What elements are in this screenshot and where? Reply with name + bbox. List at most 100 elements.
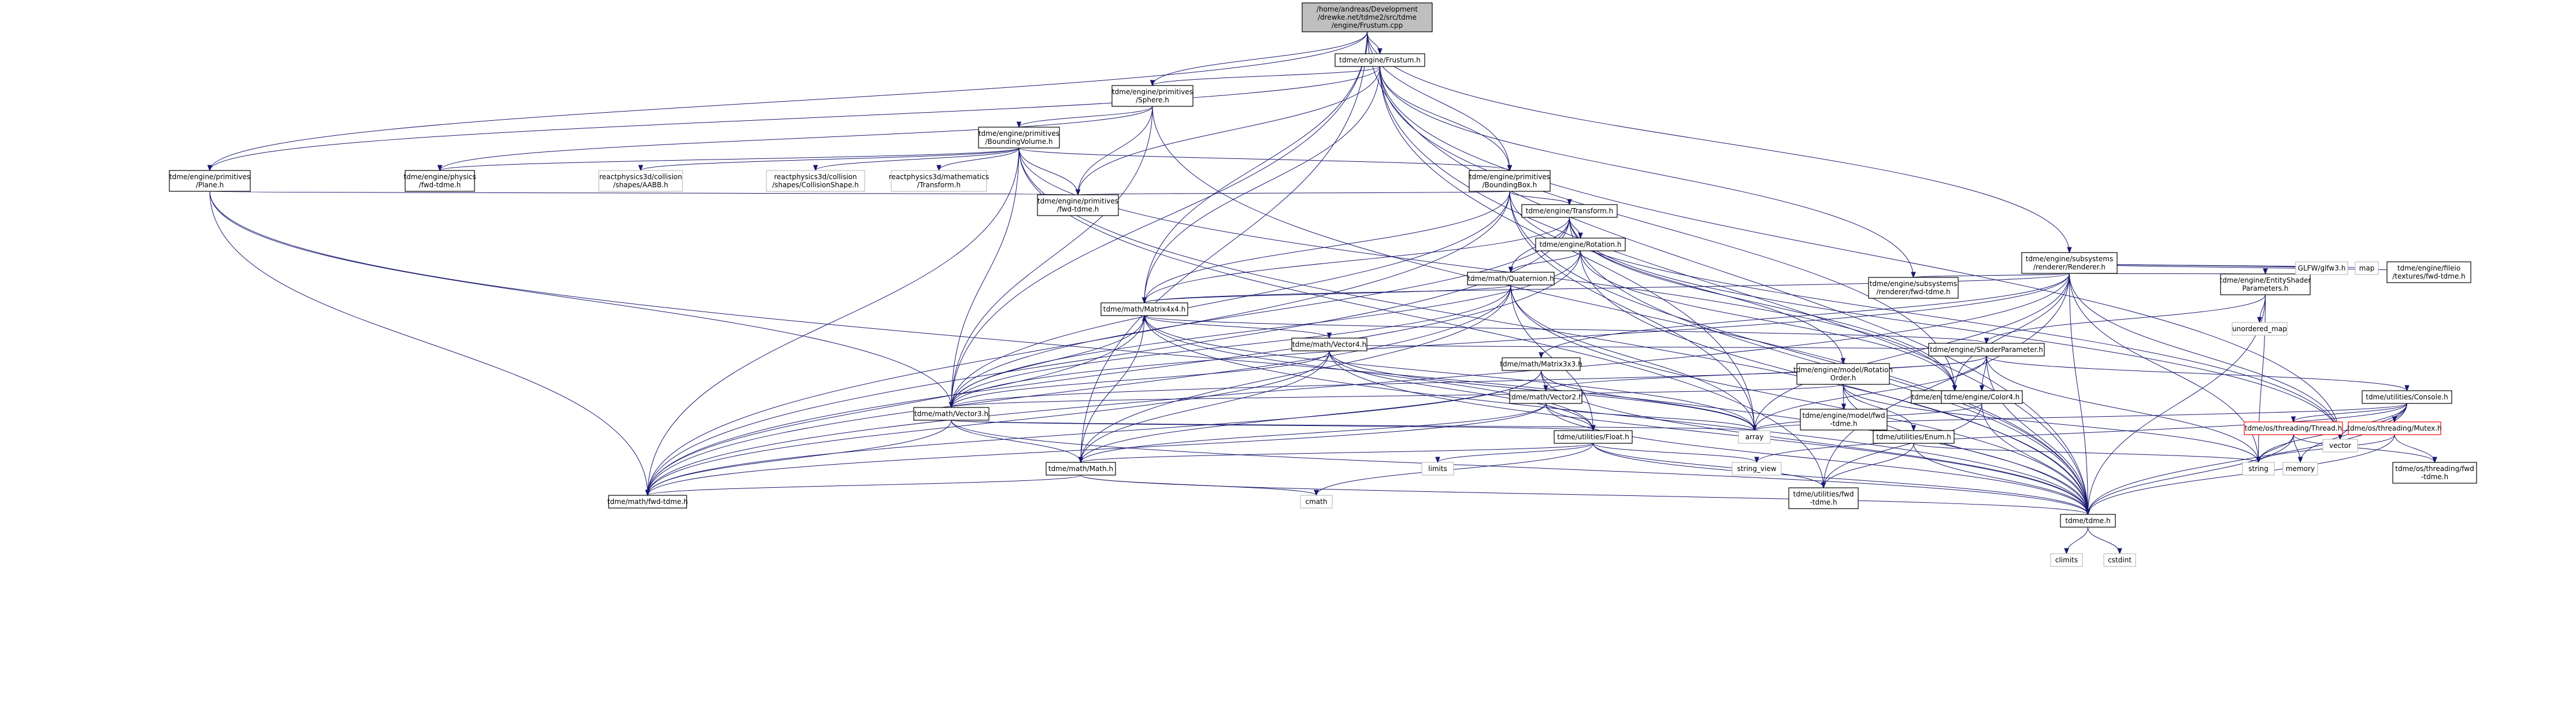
graph-node-v4_h[interactable]: tdme/math/Vector4.h	[1291, 338, 1367, 351]
edge-transform_h-to-m44_h	[1144, 217, 1570, 303]
edge-arrowhead	[1539, 352, 1544, 359]
edge-m44_h-to-array	[1144, 315, 1755, 431]
graph-node-quat_h[interactable]: tdme/math/Quaternion.h	[1467, 272, 1555, 286]
node-label: /BoundingVolume.h	[985, 138, 1052, 146]
edge-m44_h-to-v3_h	[951, 315, 1145, 408]
graph-node-thread_h[interactable]: tdme/os/threading/Thread.h	[2244, 421, 2343, 435]
node-label: limits	[1428, 465, 1447, 473]
edge-frustum_h-to-renderer_fwd	[1380, 66, 1914, 278]
edge-arrowhead	[1752, 425, 1757, 432]
graph-node-math_h[interactable]: tdme/math/Math.h	[1046, 462, 1116, 476]
edge-float_h-to-string_view	[1593, 443, 1757, 463]
graph-node-thread_fwd[interactable]: tdme/os/threading/fwd-tdme.h	[2392, 462, 2477, 484]
edge-arrowhead	[1016, 121, 1022, 128]
edge-v4_h-to-math_h	[1080, 350, 1330, 463]
node-box	[608, 495, 687, 509]
graph-node-root[interactable]: /home/andreas/Development/drewke.net/tdm…	[1302, 2, 1433, 32]
node-box	[2060, 514, 2116, 528]
edge-arrowhead	[2290, 416, 2296, 423]
node-box	[2242, 462, 2275, 476]
node-label: tdme/math/Vector3.h	[914, 410, 988, 418]
edge-arrowhead	[1141, 297, 1147, 304]
edge-arrowhead	[1141, 314, 1147, 321]
node-box	[2386, 261, 2471, 283]
graph-node-v3_h[interactable]: tdme/math/Vector3.h	[913, 407, 989, 421]
edge-arrowhead	[813, 165, 818, 172]
node-label: tdme/os/threading/Mutex.h	[2347, 424, 2441, 432]
edge-float_h-to-math_h	[1080, 443, 1593, 463]
node-box	[1100, 302, 1188, 316]
edge-mutex_h-to-tdme_h	[2088, 434, 2395, 515]
edge-arrowhead	[207, 165, 213, 172]
edge-transform_h-to-v3_h	[951, 217, 1570, 408]
edge-sphere_h-to-v3_h	[951, 106, 1153, 408]
graph-node-m44_h[interactable]: tdme/math/Matrix4x4.h	[1100, 302, 1188, 316]
edge-root-to-m44_h	[1144, 31, 1367, 303]
edge-tdme_h-to-climits	[2066, 527, 2088, 554]
graph-node-mutex_h[interactable]: tdme/os/threading/Mutex.h	[2347, 421, 2442, 435]
graph-node-float_h[interactable]: tdme/utilities/Float.h	[1554, 430, 1633, 444]
graph-node-bv_h[interactable]: tdme/engine/primitives/BoundingVolume.h	[978, 127, 1060, 149]
graph-node-transform_h[interactable]: tdme/engine/Transform.h	[1521, 204, 1618, 218]
node-label: tdme/engine/primitives	[1469, 173, 1550, 181]
graph-node-sphere_h[interactable]: tdme/engine/primitives/Sphere.h	[1111, 85, 1194, 107]
graph-node-frustum_h[interactable]: tdme/engine/Frustum.h	[1335, 53, 1425, 67]
edge-color4_h-to-tdme_h	[1981, 403, 2088, 515]
node-label: -tdme.h	[2421, 473, 2448, 481]
edge-root-to-plane_h	[209, 31, 1367, 171]
graph-node-util_fwd[interactable]: tdme/utilities/fwd-tdme.h	[1788, 487, 1859, 509]
graph-node-prim_fwd[interactable]: tdme/engine/primitives/fwd-tdme.h	[1037, 194, 1119, 216]
edge-m44_h-to-v4_h	[1144, 315, 1330, 339]
graph-node-fileio_fwd[interactable]: tdme/engine/fileio/textures/fwd-tdme.h	[2386, 261, 2471, 283]
graph-node-rp3d_cs: reactphysics3d/collision/shapes/Collisio…	[766, 170, 865, 192]
node-label: /engine/Frustum.cpp	[1332, 21, 1403, 29]
edge-arrowhead	[2263, 268, 2268, 275]
graph-node-v2_h[interactable]: tdme/math/Vector2.h	[1508, 390, 1583, 404]
node-label: /shapes/AABB.h	[613, 181, 668, 189]
edge-rot_order_h-to-string	[1843, 384, 2259, 463]
edge-plane_h-to-math_fwd	[209, 191, 648, 496]
node-box	[978, 127, 1060, 149]
graph-node-shaderparam_h[interactable]: tdme/engine/ShaderParameter.h	[1928, 343, 2045, 357]
graph-node-bbox_h[interactable]: tdme/engine/primitives/BoundingBox.h	[1469, 170, 1551, 192]
edge-m44_h-to-math_h	[1080, 315, 1145, 463]
edge-color4_h-to-util_fwd	[1823, 403, 1982, 488]
edge-root-to-renderer_h	[1367, 31, 2070, 253]
node-label: tdme/engine/primitives	[978, 129, 1059, 138]
graph-node-rp3d_aabb: reactphysics3d/collision/shapes/AABB.h	[598, 170, 683, 192]
edge-arrowhead	[1075, 189, 1081, 196]
graph-node-rotation_h[interactable]: tdme/engine/Rotation.h	[1535, 238, 1626, 251]
edge-arrowhead	[1911, 272, 1916, 279]
graph-node-phys_fwd[interactable]: tdme/engine/physics/fwd-tdme.h	[403, 170, 476, 192]
node-box	[1335, 53, 1425, 67]
node-box	[891, 170, 987, 192]
graph-node-model_fwd[interactable]: tdme/engine/model/fwd-tdme.h	[1800, 409, 1888, 431]
graph-node-plane_h[interactable]: tdme/engine/primitives/Plane.h	[169, 170, 251, 192]
graph-node-tdme_h[interactable]: tdme/tdme.h	[2060, 514, 2116, 528]
graph-node-math_fwd[interactable]: tdme/math/fwd-tdme.h	[607, 495, 688, 509]
edge-arrowhead	[936, 165, 942, 172]
graph-node-cstdint: cstdint	[2103, 553, 2136, 567]
graph-node-console_h[interactable]: tdme/utilities/Console.h	[2362, 390, 2452, 404]
node-box	[2392, 462, 2477, 484]
graph-node-enum_h[interactable]: tdme/utilities/Enum.h	[1873, 430, 1955, 444]
node-box	[1300, 495, 1333, 509]
graph-node-renderer_fwd[interactable]: tdme/engine/subsystems/renderer/fwd-tdme…	[1868, 277, 1959, 299]
edge-bv_h-to-bbox_h	[1018, 147, 1510, 171]
edge-bv_h-to-rp3d_aabb	[640, 147, 1020, 171]
node-label: tdme/engine/Rotation.h	[1539, 240, 1621, 249]
edge-bv_h-to-v3_h	[951, 147, 1020, 408]
graph-node-cmath: cmath	[1300, 495, 1333, 509]
graph-node-m33_h[interactable]: tdme/math/Matrix3x3.h	[1500, 357, 1582, 371]
edge-transform_h-to-vector	[1569, 217, 2341, 440]
edge-renderer_h-to-renderer_fwd	[1913, 273, 2070, 278]
node-label: GLFW/glfw3.h	[2298, 264, 2346, 272]
node-label: tdme/engine/Frustum.h	[1339, 56, 1421, 64]
edge-arrowhead	[1979, 385, 1985, 392]
graph-node-color4_h[interactable]: tdme/engine/Color4.h	[1941, 390, 2023, 404]
graph-node-renderer_h[interactable]: tdme/engine/subsystems/renderer/Renderer…	[2021, 252, 2118, 274]
edge-renderer_h-to-tdme_h	[2069, 273, 2088, 515]
